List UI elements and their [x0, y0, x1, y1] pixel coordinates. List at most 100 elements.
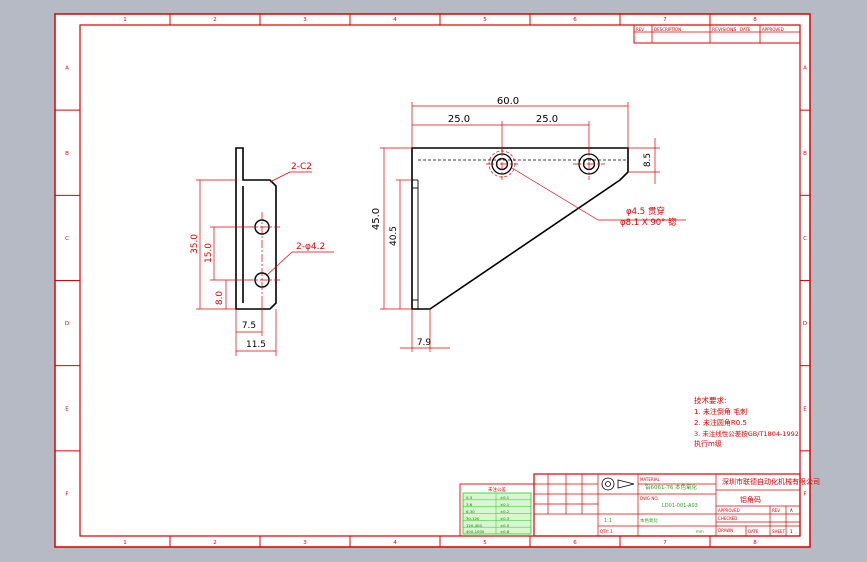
- zone-label-top: 7: [663, 17, 667, 23]
- front-hole-pitch-left-label: 25.0: [448, 114, 470, 125]
- front-top-edge-label: 8.5: [643, 153, 653, 167]
- side-overall-depth-label: 11.5: [246, 340, 266, 350]
- tolerance-value: ±0.1: [500, 495, 510, 500]
- zone-label-left: C: [65, 236, 69, 242]
- sheet-caption: SHEET: [772, 529, 786, 534]
- tolerance-title: 未注公差: [488, 486, 506, 493]
- tolerance-range: 0-3: [466, 495, 473, 500]
- zone-label-bottom: 7: [663, 540, 667, 546]
- part-name: 铝角码: [740, 495, 761, 504]
- technical-notes: 技术要求: 1. 未注倒角 毛刺 2. 未注圆角R0.5 3. 未注线性公差按G…: [694, 395, 799, 448]
- tech-note-line: 1. 未注倒角 毛刺: [694, 407, 747, 416]
- tolerance-value: ±0.1: [500, 502, 510, 507]
- front-foot-width-label: 7.9: [417, 338, 432, 348]
- zone-label-right: C: [803, 236, 807, 242]
- zone-label-right: B: [803, 151, 807, 157]
- zone-label-top: 1: [123, 17, 127, 23]
- drawn-caption: DRAWN: [718, 528, 733, 533]
- zone-label-top: 2: [213, 17, 217, 23]
- side-holes-label: 2-φ4.2: [296, 242, 325, 252]
- front-hole-pitch-right-label: 25.0: [536, 114, 558, 125]
- tolerance-range: 6-30: [466, 509, 475, 514]
- rev-value: A: [790, 508, 793, 513]
- zone-label-right: A: [803, 66, 807, 72]
- zone-label-left: D: [65, 321, 69, 327]
- front-overall-width-label: 60.0: [497, 96, 519, 107]
- side-view-dimension-lines: [196, 171, 334, 356]
- zone-label-top: 3: [303, 17, 307, 23]
- front-overall-height-label: 45.0: [371, 208, 382, 230]
- date-caption: DATE: [748, 529, 759, 534]
- zone-label-bottom: 4: [393, 540, 397, 546]
- revision-block: REVISIONS REV DESCRIPTION DATE APPROVED: [633, 24, 801, 44]
- side-hole-from-back-label: 7.5: [242, 321, 256, 331]
- zone-label-left: E: [65, 406, 69, 412]
- zone-label-top: 8: [753, 17, 757, 23]
- tolerance-range: 400-1000: [466, 529, 485, 534]
- tolerance-range: 30-120: [466, 516, 480, 521]
- zone-label-left: F: [65, 491, 68, 497]
- tech-note-line: 2. 未注圆角R0.5: [694, 418, 747, 427]
- zone-label-top: 6: [573, 17, 577, 23]
- company-logo-icon: [601, 477, 635, 491]
- tech-notes-title: 技术要求:: [694, 395, 727, 405]
- tolerance-value: ±0.8: [500, 529, 510, 534]
- zone-label-left: A: [65, 66, 69, 72]
- material-caption: MATERIAL: [640, 477, 661, 482]
- front-hole-note-line2: φ8.1 X 90° 锪: [620, 217, 677, 228]
- drawing-number-caption: DWG NO.: [640, 496, 659, 501]
- tolerance-value: ±0.5: [500, 523, 510, 528]
- revision-col-rev: REV: [636, 27, 644, 32]
- revision-col-date: DATE: [740, 27, 751, 32]
- revision-header: REVISIONS: [712, 27, 736, 33]
- approved-caption: APPROVED: [718, 508, 740, 513]
- zone-label-left: B: [65, 151, 69, 157]
- side-hole-spacing-label: 15.0: [204, 243, 214, 263]
- zone-label-bottom: 2: [213, 540, 217, 546]
- zone-label-right: D: [803, 321, 807, 327]
- rev-caption: REV: [772, 508, 780, 513]
- zone-label-right: F: [803, 491, 806, 497]
- tolerance-range: 3-6: [466, 502, 473, 507]
- sheet-value: 1: [790, 529, 793, 534]
- side-hole-bottom-label: 8.0: [215, 291, 225, 306]
- qty-value: QTY: 1: [600, 529, 613, 534]
- revision-col-approved: APPROVED: [762, 27, 784, 32]
- side-view-centerlines: [246, 212, 280, 296]
- zone-label-bottom: 3: [303, 540, 307, 546]
- zone-label-bottom: 8: [753, 540, 757, 546]
- title-block: MATERIAL 铝6061-T6 本色氧化 DWG NO. LD01-001-…: [533, 473, 820, 537]
- scale-value: 1:1: [604, 518, 612, 524]
- zone-label-bottom: 5: [483, 540, 487, 546]
- zone-label-top: 5: [483, 17, 487, 23]
- company-name: 深圳市联德自动化机械有限公司: [722, 477, 820, 486]
- front-view-dimension-lines: [380, 102, 686, 352]
- front-hole-note-line1: φ4.5 贯穿: [626, 206, 665, 217]
- tech-note-line: 3. 未注线性公差按GB/T1804-1992: [694, 429, 799, 438]
- front-view: 60.0 25.0 25.0 8.5 45.0 40.5 7.9 φ4.5 贯穿…: [371, 96, 686, 352]
- zone-label-top: 4: [393, 17, 397, 23]
- drawing-number-value: LD01-001-A03: [662, 503, 698, 509]
- unit-value: mm: [696, 529, 704, 534]
- side-chamfer-label: 2-C2: [291, 162, 312, 172]
- tolerance-grid: [463, 493, 531, 534]
- finish-value: 本色氧化: [640, 517, 658, 524]
- tolerance-value: ±0.3: [500, 516, 510, 521]
- side-view-outline: [235, 147, 277, 310]
- zone-label-right: E: [803, 406, 807, 412]
- drawing-sheet: [54, 13, 811, 548]
- zone-label-bottom: 6: [573, 540, 577, 546]
- tolerance-value: ±0.2: [500, 509, 510, 514]
- side-overall-height-label: 35.0: [190, 234, 200, 254]
- side-view: 35.0 15.0 8.0 7.5 11.5 2-C2 2-φ4.2: [190, 147, 334, 356]
- tolerance-range: 120-400: [466, 523, 482, 528]
- zone-label-bottom: 1: [123, 540, 127, 546]
- checked-caption: CHECKED: [718, 516, 737, 521]
- tolerance-table: 未注公差 0-3 ±0.1 3-6 ±0.1 6-30 ±0.2 30-120 …: [459, 483, 535, 537]
- title-block-grid: [534, 474, 800, 536]
- revision-col-description: DESCRIPTION: [654, 27, 681, 32]
- front-inner-height-label: 40.5: [389, 226, 399, 246]
- material-value: 铝6061-T6 本色氧化: [645, 483, 698, 491]
